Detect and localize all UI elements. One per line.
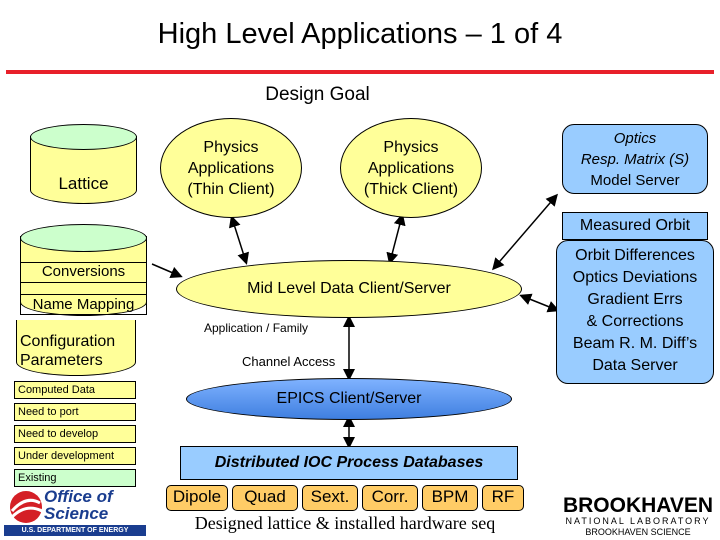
mid-level-server: Mid Level Data Client/Server bbox=[176, 260, 522, 318]
legend-need-to-develop: Need to develop bbox=[14, 425, 136, 443]
orbit-server-arrow bbox=[519, 293, 560, 313]
thick-client-line2: Applications bbox=[367, 159, 455, 177]
doe-logo-line3: U.S. DEPARTMENT OF ENERGY bbox=[4, 525, 146, 536]
thick-client-arrow bbox=[386, 213, 406, 265]
epics-server: EPICS Client/Server bbox=[186, 378, 512, 420]
legend-existing: Existing bbox=[14, 469, 136, 487]
doe-logo-line1: Office of bbox=[44, 487, 113, 506]
name-mapping-label: Name Mapping bbox=[20, 294, 147, 315]
orbit-line2: Optics Deviations bbox=[572, 269, 698, 286]
lattice-label: Lattice bbox=[58, 174, 109, 193]
ioc-databases: Distributed IOC Process Databases bbox=[180, 446, 518, 480]
thin-client-line2: Applications bbox=[187, 159, 275, 177]
thick-client-line3: (Thick Client) bbox=[363, 180, 459, 198]
doe-logo-line2: Science bbox=[44, 504, 109, 523]
channel-access-label: Channel Access bbox=[242, 354, 336, 369]
legend-need-to-port: Need to port bbox=[14, 403, 136, 421]
thin-client-arrow bbox=[229, 215, 249, 265]
hw-dipole: Dipole bbox=[166, 485, 228, 511]
hw-corr: Corr. bbox=[362, 485, 418, 511]
optics-line2: Resp. Matrix (S) bbox=[580, 151, 690, 168]
thin-client-line3: (Thin Client) bbox=[187, 180, 275, 198]
bnl-logo-wordmark: BROOKHAVEN bbox=[562, 494, 714, 517]
hw-sext: Sext. bbox=[302, 485, 358, 511]
bnl-footer: BROOKHAVEN SCIENCE bbox=[585, 527, 691, 537]
orbit-line3: Gradient Errs bbox=[587, 291, 683, 308]
doe-logo: Office of Science U.S. DEPARTMENT OF ENE… bbox=[4, 487, 146, 537]
hw-rf: RF bbox=[482, 485, 524, 511]
thin-client-line1: Physics bbox=[203, 138, 259, 156]
slide-title: High Level Applications – 1 of 4 bbox=[157, 18, 563, 50]
title-divider bbox=[6, 70, 714, 74]
application-family-label: Application / Family bbox=[204, 321, 309, 335]
measured-orbit-box: Measured Orbit bbox=[562, 212, 708, 240]
thin-client-node: Physics Applications (Thin Client) bbox=[160, 118, 302, 218]
thick-client-node: Physics Applications (Thick Client) bbox=[340, 118, 482, 218]
configuration-database: Configuration Parameters bbox=[16, 320, 136, 376]
design-goal-heading: Design Goal bbox=[265, 84, 370, 105]
doe-emblem-icon bbox=[10, 491, 43, 523]
conversions-label: Conversions bbox=[41, 263, 126, 280]
orbit-line1: Orbit Differences bbox=[575, 247, 695, 264]
orbit-data-server: Orbit Differences Optics Deviations Grad… bbox=[556, 240, 714, 384]
optics-arrow bbox=[492, 193, 558, 271]
lattice-database: Lattice bbox=[30, 124, 137, 204]
bnl-logo-subtitle: NATIONAL LABORATORY bbox=[565, 516, 711, 526]
hardware-caption: Designed lattice & installed hardware se… bbox=[194, 513, 496, 533]
orbit-line5: Beam R. M. Diff’s bbox=[572, 335, 698, 352]
conversions-arrow bbox=[151, 263, 183, 278]
legend-computed-data: Computed Data bbox=[14, 381, 136, 399]
configuration-label-line2: Parameters bbox=[20, 352, 103, 369]
bnl-logo: BROOKHAVEN NATIONAL LABORATORY BROOKHAVE… bbox=[560, 494, 716, 540]
conversions-database: Conversions Name Mapping bbox=[20, 224, 147, 316]
orbit-line4: & Corrections bbox=[586, 313, 684, 330]
configuration-label-line1: Configuration bbox=[20, 333, 116, 350]
hw-bpm: BPM bbox=[422, 485, 478, 511]
legend-under-development: Under development bbox=[14, 447, 136, 465]
thick-client-line1: Physics bbox=[383, 138, 439, 156]
orbit-line6: Data Server bbox=[592, 357, 678, 374]
optics-line1: Optics bbox=[613, 130, 657, 147]
hw-quad: Quad bbox=[232, 485, 298, 511]
optics-model-server: Optics Resp. Matrix (S) Model Server bbox=[562, 124, 708, 194]
optics-line3: Model Server bbox=[590, 172, 680, 189]
